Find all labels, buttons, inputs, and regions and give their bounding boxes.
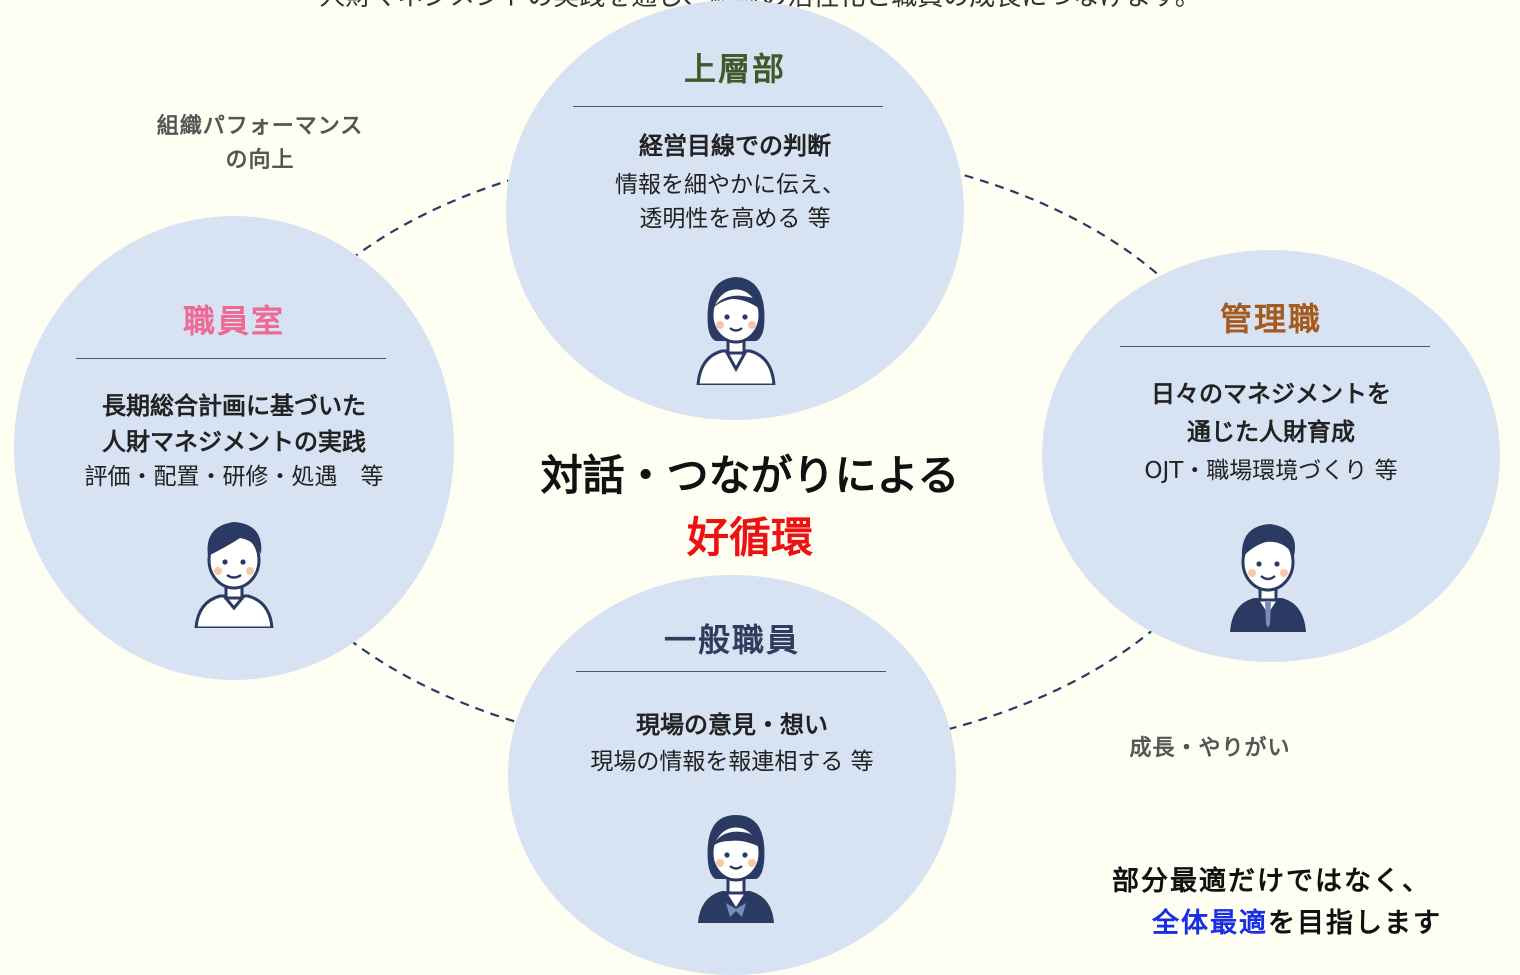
avatar-male-suit-icon bbox=[1230, 524, 1306, 632]
node-top-head: 経営目線での判断 bbox=[639, 132, 831, 160]
node-left-desc1: 評価・配置・研修・処遇 等 bbox=[84, 464, 384, 490]
node-bottom-head: 現場の意見・想い bbox=[636, 711, 828, 739]
node-bottom: 一般職員 現場の意見・想い 現場の情報を報連相する 等 bbox=[508, 575, 956, 975]
label-org-performance-line1: 組織パフォーマンス bbox=[156, 114, 364, 139]
node-top: 上層部 経営目線での判断 情報を細やかに伝え、 透明性を高める 等 bbox=[506, 0, 964, 420]
avatar-female-manager-icon bbox=[696, 277, 776, 385]
center-line1: 対話・つながりによる bbox=[540, 451, 960, 500]
node-bottom-title: 一般職員 bbox=[663, 621, 800, 659]
label-org-performance-line2: の向上 bbox=[225, 148, 295, 173]
node-right: 管理職 日々のマネジメントを 通じた人財育成 OJT・職場環境づくり 等 bbox=[1042, 250, 1500, 662]
message-line1: 部分最適だけではなく、 bbox=[1112, 866, 1431, 897]
node-right-desc1: OJT・職場環境づくり 等 bbox=[1144, 458, 1398, 484]
node-right-head1: 日々のマネジメントを bbox=[1151, 380, 1391, 408]
label-growth: 成長・やりがい bbox=[1129, 736, 1291, 761]
message-line2: 全体最適を目指します bbox=[1152, 904, 1442, 944]
center-line2: 好循環 bbox=[686, 513, 813, 562]
node-left: 職員室 長期総合計画に基づいた 人財マネジメントの実践 評価・配置・研修・処遇 … bbox=[14, 216, 454, 680]
node-bottom-rule bbox=[576, 671, 886, 672]
node-top-rule bbox=[573, 106, 883, 107]
node-right-rule bbox=[1120, 346, 1430, 347]
node-left-head2: 人財マネジメントの実践 bbox=[102, 428, 366, 456]
label-org-performance: 組織パフォーマンス の向上 bbox=[110, 110, 410, 178]
avatar-senior-male-icon bbox=[194, 522, 274, 628]
node-top-desc1: 情報を細やかに伝え、 bbox=[615, 172, 845, 198]
node-top-title: 上層部 bbox=[683, 50, 786, 88]
node-bottom-desc1: 現場の情報を報連相する 等 bbox=[590, 749, 874, 775]
node-left-title: 職員室 bbox=[182, 302, 285, 340]
message-highlight: 全体最適 bbox=[1152, 908, 1268, 939]
node-right-head2: 通じた人財育成 bbox=[1187, 418, 1355, 446]
node-left-rule bbox=[76, 358, 386, 359]
node-right-title: 管理職 bbox=[1219, 300, 1322, 338]
avatar-female-staff-icon bbox=[698, 815, 774, 923]
message-rest: を目指します bbox=[1268, 908, 1442, 939]
node-top-desc2: 透明性を高める 等 bbox=[639, 206, 831, 232]
node-left-head1: 長期総合計画に基づいた bbox=[102, 392, 366, 420]
